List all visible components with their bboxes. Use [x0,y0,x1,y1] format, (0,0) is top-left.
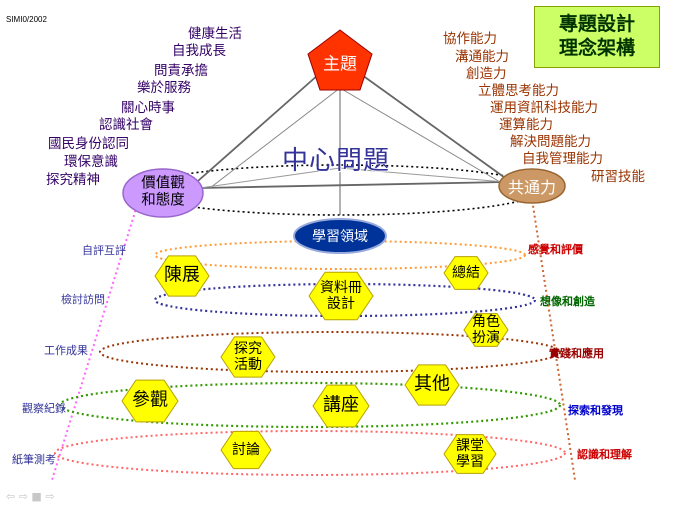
competency-item: 運算能力 [499,117,553,133]
values-node [122,168,204,218]
competency-item: 研習技能 [591,169,645,185]
learning-level-label: 認識和理解 [577,448,632,461]
assessment-label: 紙筆測考 [12,453,56,466]
ring-4 [58,381,562,429]
center-question: 中心問題 [282,146,391,176]
competencies-node-label: 共通力 [507,178,557,197]
activity-hexagon [404,364,460,406]
activity-label: 課堂學習 [456,437,484,470]
slide-nav-controls[interactable]: ⇦ ⇨ ■ ⇨ [6,490,55,503]
activity-label: 總結 [452,264,480,281]
activity-hexagons [121,255,509,474]
assessment-label: 觀察紀錄 [22,402,66,415]
apex-pentagon [307,29,373,91]
activity-hexagon [220,336,276,378]
competency-item: 立體思考能力 [478,83,559,99]
assessment-label: 自評互評 [82,244,126,257]
activity-label: 探究活動 [234,340,262,373]
competency-item: 協作能力 [443,31,497,47]
pyramid-inner-right [339,167,506,183]
learning-level-label: 探索和發現 [568,404,623,417]
value-item: 國民身份認同 [48,136,129,152]
pyramid-inner-left [199,167,341,189]
activity-label: 資料冊設計 [320,279,362,312]
activity-label: 講座 [323,394,359,416]
competencies-node [498,168,566,204]
value-item: 樂於服務 [137,80,191,96]
pyramid-right-edge [361,74,509,181]
activity-label: 其他 [414,373,450,395]
values-node-label: 價值觀 和態度 [141,176,185,211]
title-line-2: 理念架構 [558,37,635,59]
activity-hexagon [463,313,509,347]
funnel-right-line [529,185,576,481]
activity-hexagon [121,379,179,423]
activity-label: 陳展 [164,264,200,286]
activity-hexagon [312,384,370,428]
activity-hexagon [154,255,210,297]
activity-label: 角色扮演 [472,313,500,346]
values-node-line-1: 價值觀 [141,175,185,192]
learning-level-label: 想像和創造 [540,295,595,308]
competency-item: 自我管理能力 [522,151,603,167]
activity-hexagon [308,271,374,321]
pyramid-base [199,181,506,189]
values-node-line-2: 和態度 [141,193,185,209]
apex-label: 主題 [323,54,357,75]
activity-label: 參觀 [132,389,168,411]
value-item: 關心時事 [121,100,175,116]
title-line-1: 專題設計 [558,13,635,36]
activity-hexagon [443,256,489,290]
activity-hexagon [443,434,497,474]
competency-item: 運用資訊科技能力 [490,100,598,116]
pyramid-left-edge [189,74,319,189]
ring-3 [99,331,561,373]
learning-level-label: 感覺和評價 [528,243,583,256]
learning-level-label: 實踐和應用 [549,347,604,360]
competency-item: 解決問題能力 [510,134,591,150]
value-item: 問責承擔 [154,63,208,79]
competency-item: 創造力 [466,66,507,82]
value-item: 認識社會 [99,117,153,133]
value-item: 自我成長 [172,43,226,59]
assessment-label: 檢討訪問 [61,293,105,306]
domain-node-label: 學習領域 [312,229,368,245]
ring-5 [54,430,566,476]
domain-node [293,218,387,254]
activity-label: 討論 [232,441,260,458]
value-item: 健康生活 [188,26,242,42]
assessment-label: 工作成果 [44,344,88,357]
competency-item: 溝通能力 [455,49,509,65]
slide-tag: SIMI0/2002 [6,15,47,24]
title-box: 專題設計 理念架構 [534,6,660,68]
value-item: 環保意識 [64,154,118,170]
pyramid-ray-left [209,87,341,189]
value-item: 探究精神 [46,172,100,188]
pyramid-ray-right [339,87,501,183]
activity-hexagon [220,430,272,470]
